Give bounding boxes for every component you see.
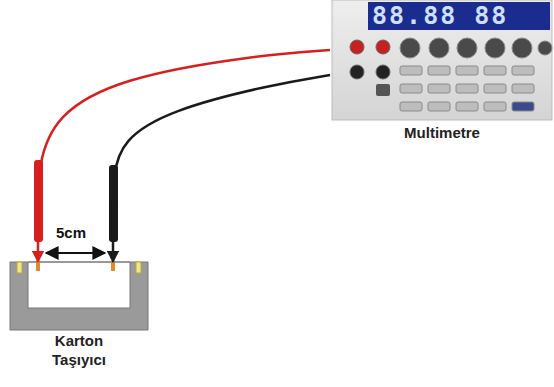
probe-handles: [34, 160, 118, 242]
node-caption: Multimetre: [342, 124, 542, 143]
carton-carrier: Karton Taşıyıcı: [8, 262, 150, 370]
carton-carrier: [10, 262, 148, 330]
node-caption: Karton Taşıyıcı: [34, 332, 124, 370]
display-readout: 88.88 88: [372, 1, 508, 30]
multimeter-body: [332, 0, 552, 120]
probe-wire: [113, 75, 330, 262]
dimension-arrow: [46, 252, 105, 254]
dimension-label: 5cm: [56, 224, 86, 241]
probe-wire: [38, 50, 330, 262]
